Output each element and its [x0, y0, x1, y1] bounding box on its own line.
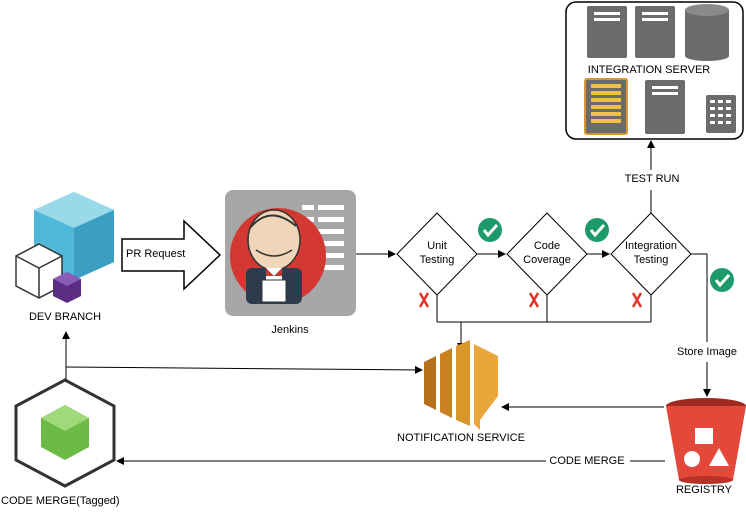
notification-service-label: NOTIFICATION SERVICE [397, 432, 525, 444]
jenkins-label: Jenkins [271, 324, 309, 336]
pr-request-arrow [121, 219, 222, 291]
store-image-label: Store Image [677, 346, 737, 358]
server-icon [635, 6, 675, 58]
cube-icon [15, 243, 63, 299]
registry-label: REGISTRY [675, 484, 733, 496]
integration-testing-label: Integration Testing [611, 239, 691, 267]
cross-icon [528, 292, 540, 308]
cross-icon [418, 292, 430, 308]
code-coverage-line1: Code [533, 240, 561, 252]
code-coverage-line2: Coverage [523, 254, 571, 266]
server-icon [706, 95, 736, 133]
server-icon [587, 6, 627, 58]
server-icon [584, 78, 628, 135]
cube-icon [14, 378, 116, 488]
code-coverage-label: Code Coverage [512, 239, 582, 267]
database-icon [685, 4, 729, 61]
bucket-icon [666, 398, 746, 484]
check-icon [585, 218, 609, 242]
unit-testing-line1: Unit [427, 240, 447, 252]
integration-testing-line1: Integration [625, 240, 677, 252]
dev-branch-label: DEV BRANCH [28, 311, 102, 323]
code-merge-tagged-label: CODE MERGE(Tagged) [1, 495, 120, 507]
cube-icon [53, 272, 81, 303]
check-icon [478, 218, 502, 242]
integration-server-label: INTEGRATION SERVER [587, 64, 711, 76]
check-icon [710, 268, 734, 292]
unit-testing-label: Unit Testing [407, 239, 467, 267]
integration-testing-line2: Testing [633, 254, 669, 266]
notification-icon [424, 340, 498, 430]
jenkins-logo [225, 190, 356, 316]
cross-icon [631, 292, 643, 308]
unit-testing-line2: Testing [419, 254, 455, 266]
code-merge-label: CODE MERGE [549, 455, 625, 467]
pr-request-label: PR Request [126, 248, 186, 260]
server-icon [645, 80, 685, 134]
test-run-label: TEST RUN [624, 173, 680, 185]
